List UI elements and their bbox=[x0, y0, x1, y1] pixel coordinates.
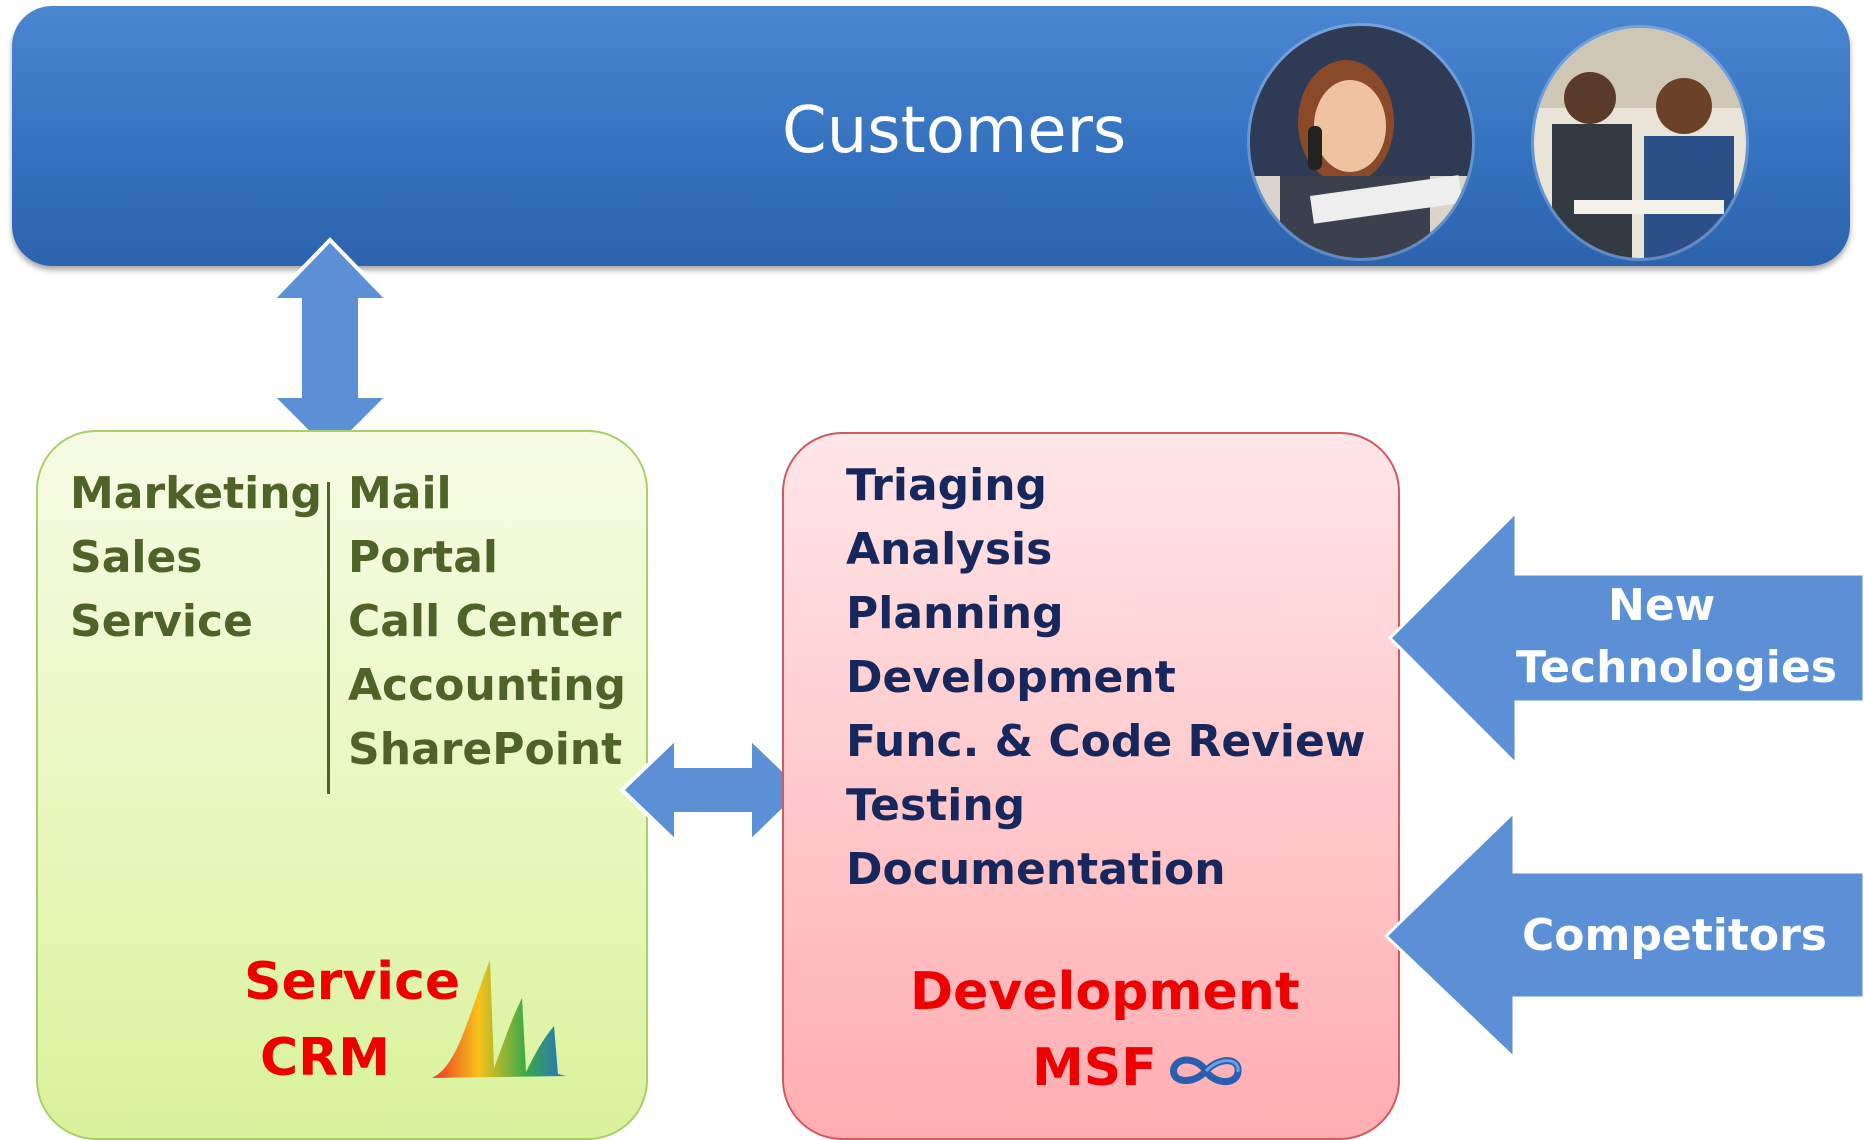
crm-item-call-center: Call Center bbox=[348, 596, 622, 647]
service-label: Service bbox=[244, 952, 461, 1012]
competitors-arrow bbox=[1384, 810, 1864, 1060]
crm-item-portal: Portal bbox=[348, 532, 498, 583]
service-crm-box bbox=[36, 430, 648, 1140]
dev-activity-list: Triaging Analysis Planning Development F… bbox=[846, 454, 1365, 902]
dev-item-analysis: Analysis bbox=[846, 524, 1053, 575]
crm-item-sharepoint: SharePoint bbox=[348, 724, 623, 775]
crm-right-list: Mail Portal Call Center Accounting Share… bbox=[348, 462, 626, 782]
dev-item-development: Development bbox=[846, 652, 1176, 703]
dev-item-planning: Planning bbox=[846, 588, 1064, 639]
crm-item-sales: Sales bbox=[70, 532, 203, 583]
dev-item-testing: Testing bbox=[846, 780, 1026, 831]
dev-item-triaging: Triaging bbox=[846, 460, 1048, 511]
crm-left-list: Marketing Sales Service bbox=[70, 462, 322, 654]
dev-item-func-code-review: Func. & Code Review bbox=[846, 716, 1366, 767]
customers-banner: Customers bbox=[12, 6, 1850, 266]
crm-item-service: Service bbox=[70, 596, 253, 647]
competitors-label: Competitors bbox=[1522, 910, 1827, 961]
crm-label: CRM bbox=[260, 1028, 390, 1088]
crm-item-mail: Mail bbox=[348, 468, 452, 519]
person-on-phone-photo bbox=[1250, 26, 1472, 258]
crm-item-marketing: Marketing bbox=[70, 468, 323, 519]
customers-title: Customers bbox=[782, 94, 1127, 168]
customers-crm-double-arrow bbox=[268, 237, 392, 457]
crm-item-accounting: Accounting bbox=[348, 660, 627, 711]
new-technologies-arrow bbox=[1388, 510, 1864, 766]
new-technologies-line1: New bbox=[1608, 580, 1716, 631]
new-technologies-line2: Technologies bbox=[1516, 642, 1837, 693]
crm-list-divider bbox=[327, 482, 330, 794]
dynamics-logo-icon bbox=[432, 960, 566, 1078]
business-meeting-photo bbox=[1534, 28, 1746, 258]
crm-dev-double-arrow bbox=[619, 734, 807, 846]
dev-item-documentation: Documentation bbox=[846, 844, 1226, 895]
msf-infinity-icon bbox=[1170, 1056, 1242, 1086]
msf-label: MSF bbox=[1032, 1038, 1157, 1098]
development-label: Development bbox=[910, 962, 1300, 1022]
